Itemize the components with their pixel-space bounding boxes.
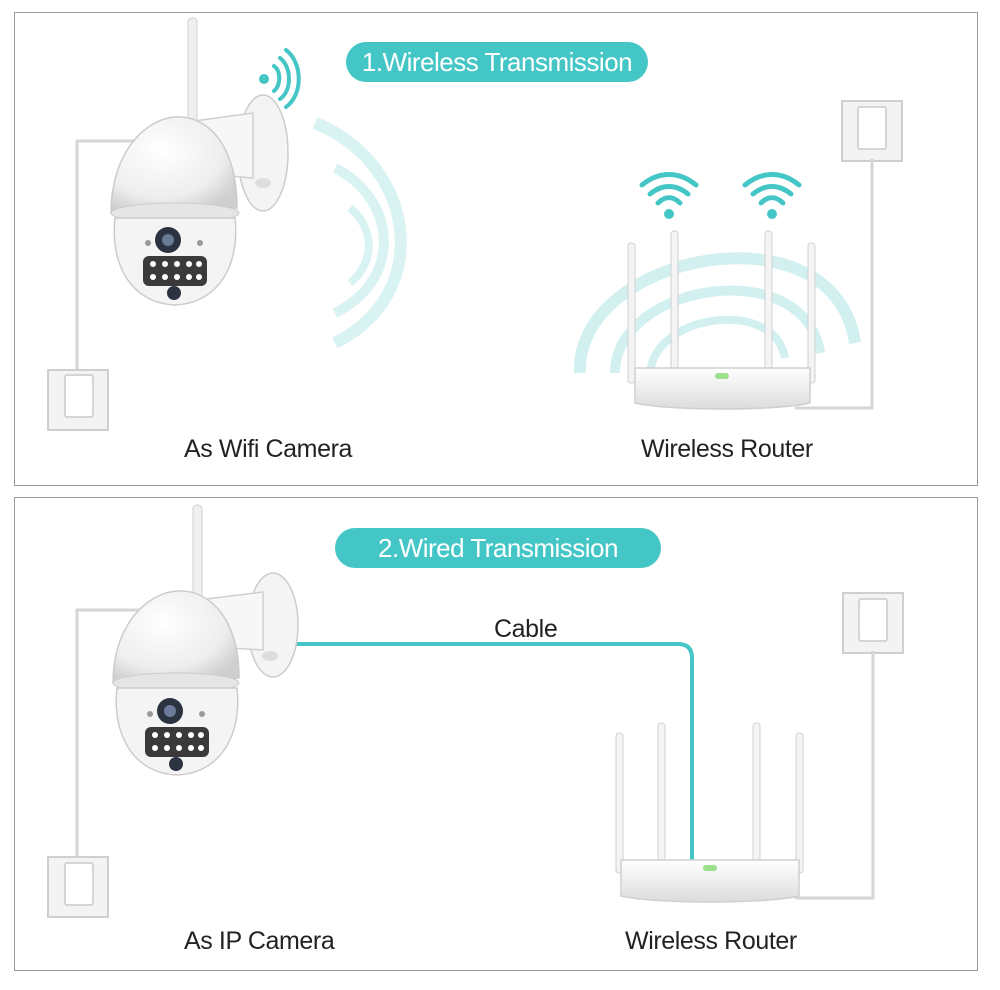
router-icon bbox=[627, 230, 816, 410]
ip-camera-label: As IP Camera bbox=[184, 927, 335, 955]
wireless-transmission-panel: 1.Wireless Transmission As Wifi Camera W… bbox=[14, 12, 978, 486]
router-icon bbox=[615, 722, 804, 903]
wireless-illustration bbox=[47, 17, 903, 431]
dome-camera-icon bbox=[110, 116, 240, 306]
dome-camera-icon bbox=[112, 590, 240, 776]
router-power-cable bbox=[795, 651, 875, 900]
camera-power-cable bbox=[75, 608, 151, 860]
router-label-wired: Wireless Router bbox=[625, 927, 797, 955]
wired-illustration bbox=[47, 504, 904, 918]
wifi-icon bbox=[639, 172, 699, 219]
router-power-cable bbox=[795, 159, 874, 410]
router-label-wireless: Wireless Router bbox=[641, 435, 813, 463]
wifi-icon bbox=[259, 48, 301, 109]
power-socket-icon bbox=[47, 369, 109, 431]
power-socket-icon bbox=[47, 856, 109, 918]
section-title-wired: 2.Wired Transmission bbox=[335, 528, 661, 568]
power-socket-icon bbox=[842, 592, 904, 654]
wifi-camera-label: As Wifi Camera bbox=[184, 435, 353, 463]
cable-label: Cable bbox=[494, 615, 558, 643]
ethernet-cable bbox=[293, 642, 694, 868]
section-title-wireless: 1.Wireless Transmission bbox=[346, 42, 648, 82]
wired-transmission-panel: 2.Wired Transmission Cable As IP Camera … bbox=[14, 497, 978, 971]
router-signal-waves bbox=[573, 252, 861, 374]
wifi-icon bbox=[742, 172, 802, 219]
camera-power-cable bbox=[75, 139, 151, 373]
power-socket-icon bbox=[841, 100, 903, 162]
camera-signal-waves bbox=[312, 117, 407, 349]
